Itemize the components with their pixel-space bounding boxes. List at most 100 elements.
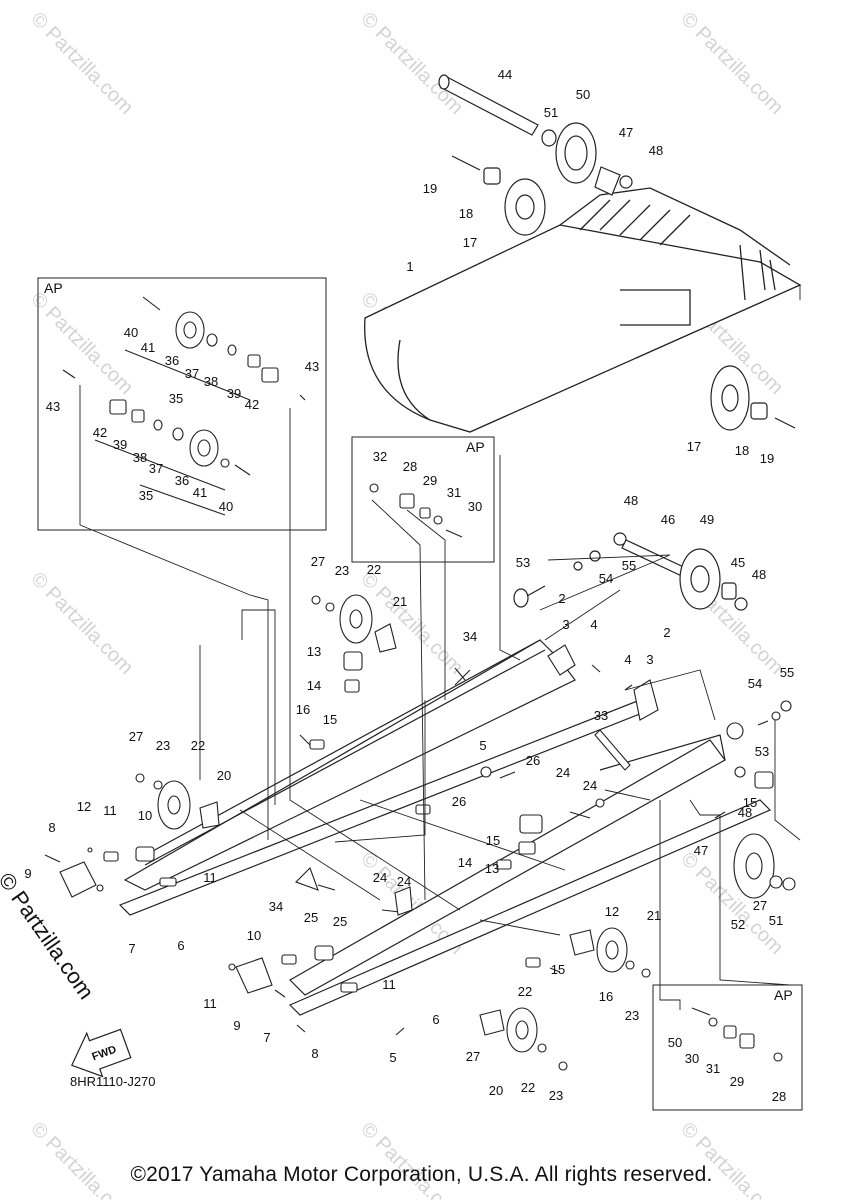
part-callout-35: 35: [139, 488, 153, 503]
part-callout-20: 20: [217, 768, 231, 783]
part-callout-52: 52: [731, 917, 745, 932]
part-callout-38: 38: [133, 450, 147, 465]
part-callout-29: 29: [730, 1074, 744, 1089]
part-callout-11: 11: [382, 977, 396, 992]
part-callout-26: 26: [526, 753, 540, 768]
part-callout-46: 46: [661, 512, 675, 527]
part-callout-8: 8: [311, 1046, 318, 1061]
part-callout-1: 1: [406, 259, 413, 274]
part-callout-34: 34: [463, 629, 477, 644]
watermark-text: © Partzilla.com: [26, 1118, 137, 1200]
ap-box-left: AP: [37, 277, 327, 531]
part-callout-48: 48: [738, 805, 752, 820]
watermark-text: © Partzilla.com: [26, 288, 137, 399]
part-callout-23: 23: [156, 738, 170, 753]
part-callout-11: 11: [203, 870, 217, 885]
part-callout-30: 30: [468, 499, 482, 514]
part-callout-2: 2: [558, 591, 565, 606]
part-callout-6: 6: [177, 938, 184, 953]
part-callout-48: 48: [649, 143, 663, 158]
part-callout-29: 29: [423, 473, 437, 488]
watermark-text: © Partzilla.com: [356, 568, 467, 679]
ap-center-parts: [369, 483, 463, 538]
ap-label: AP: [774, 987, 793, 1003]
part-callout-34: 34: [269, 899, 283, 914]
part-callout-3: 3: [646, 652, 653, 667]
part-callout-22: 22: [367, 562, 381, 577]
ap-label: AP: [466, 439, 485, 455]
fwd-arrow: FWD: [70, 1028, 132, 1078]
part-callout-14: 14: [458, 855, 472, 870]
part-callout-36: 36: [175, 473, 189, 488]
part-callout-47: 47: [619, 125, 633, 140]
part-callout-24: 24: [373, 870, 387, 885]
part-callout-4: 4: [624, 652, 631, 667]
part-callout-37: 37: [149, 461, 163, 476]
watermark-text: © Partzilla.com: [26, 8, 137, 119]
part-callout-15: 15: [486, 833, 500, 848]
part-callout-51: 51: [544, 105, 558, 120]
part-callout-53: 53: [755, 744, 769, 759]
part-callout-42: 42: [93, 425, 107, 440]
part-callout-26: 26: [452, 794, 466, 809]
part-callout-54: 54: [599, 571, 613, 586]
part-callout-2: 2: [663, 625, 670, 640]
part-callout-15: 15: [323, 712, 337, 727]
part-callout-51: 51: [769, 913, 783, 928]
slide-rails: [118, 639, 772, 1016]
part-callout-54: 54: [748, 676, 762, 691]
part-callout-17: 17: [463, 235, 477, 250]
part-callout-41: 41: [193, 485, 207, 500]
part-callout-40: 40: [219, 499, 233, 514]
part-callout-50: 50: [576, 87, 590, 102]
part-callout-33: 33: [594, 708, 608, 723]
part-callout-42: 42: [245, 397, 259, 412]
part-callout-47: 47: [694, 843, 708, 858]
part-callout-32: 32: [373, 449, 387, 464]
part-callout-9: 9: [24, 866, 31, 881]
part-callout-18: 18: [735, 443, 749, 458]
part-callout-43: 43: [46, 399, 60, 414]
part-callout-11: 11: [203, 996, 217, 1011]
part-callout-7: 7: [263, 1030, 270, 1045]
part-callout-12: 12: [605, 904, 619, 919]
part-callout-55: 55: [780, 665, 794, 680]
part-callout-16: 16: [599, 989, 613, 1004]
part-callout-18: 18: [459, 206, 473, 221]
ap-box-center: AP: [351, 436, 495, 563]
part-callout-3: 3: [562, 617, 569, 632]
part-callout-48: 48: [752, 567, 766, 582]
watermark-text: © Partzilla.com: [356, 8, 467, 119]
part-callout-25: 25: [333, 914, 347, 929]
part-callout-12: 12: [77, 799, 91, 814]
part-callout-22: 22: [521, 1080, 535, 1095]
rail-parts: [44, 594, 796, 1071]
part-callout-24: 24: [556, 765, 570, 780]
part-callout-4: 4: [590, 617, 597, 632]
part-callout-44: 44: [498, 67, 512, 82]
part-callout-31: 31: [447, 485, 461, 500]
ap-label: AP: [44, 280, 63, 296]
part-callout-19: 19: [760, 451, 774, 466]
ap-box-bottom-right: AP: [652, 984, 803, 1111]
ap-left-parts: [62, 296, 306, 516]
part-callout-27: 27: [466, 1049, 480, 1064]
part-callout-15: 15: [551, 962, 565, 977]
part-callout-43: 43: [305, 359, 319, 374]
part-callout-27: 27: [129, 729, 143, 744]
part-callout-30: 30: [685, 1051, 699, 1066]
part-callout-41: 41: [141, 340, 155, 355]
part-callout-24: 24: [583, 778, 597, 793]
part-callout-45: 45: [731, 555, 745, 570]
part-callout-13: 13: [485, 861, 499, 876]
part-callout-22: 22: [191, 738, 205, 753]
part-callout-36: 36: [165, 353, 179, 368]
part-callout-15: 15: [743, 795, 757, 810]
watermark-text: © Partzilla.com: [676, 1118, 787, 1200]
part-callout-10: 10: [138, 808, 152, 823]
part-callout-38: 38: [204, 374, 218, 389]
part-callout-50: 50: [668, 1035, 682, 1050]
part-callout-53: 53: [516, 555, 530, 570]
leader-lines: [79, 285, 801, 1010]
